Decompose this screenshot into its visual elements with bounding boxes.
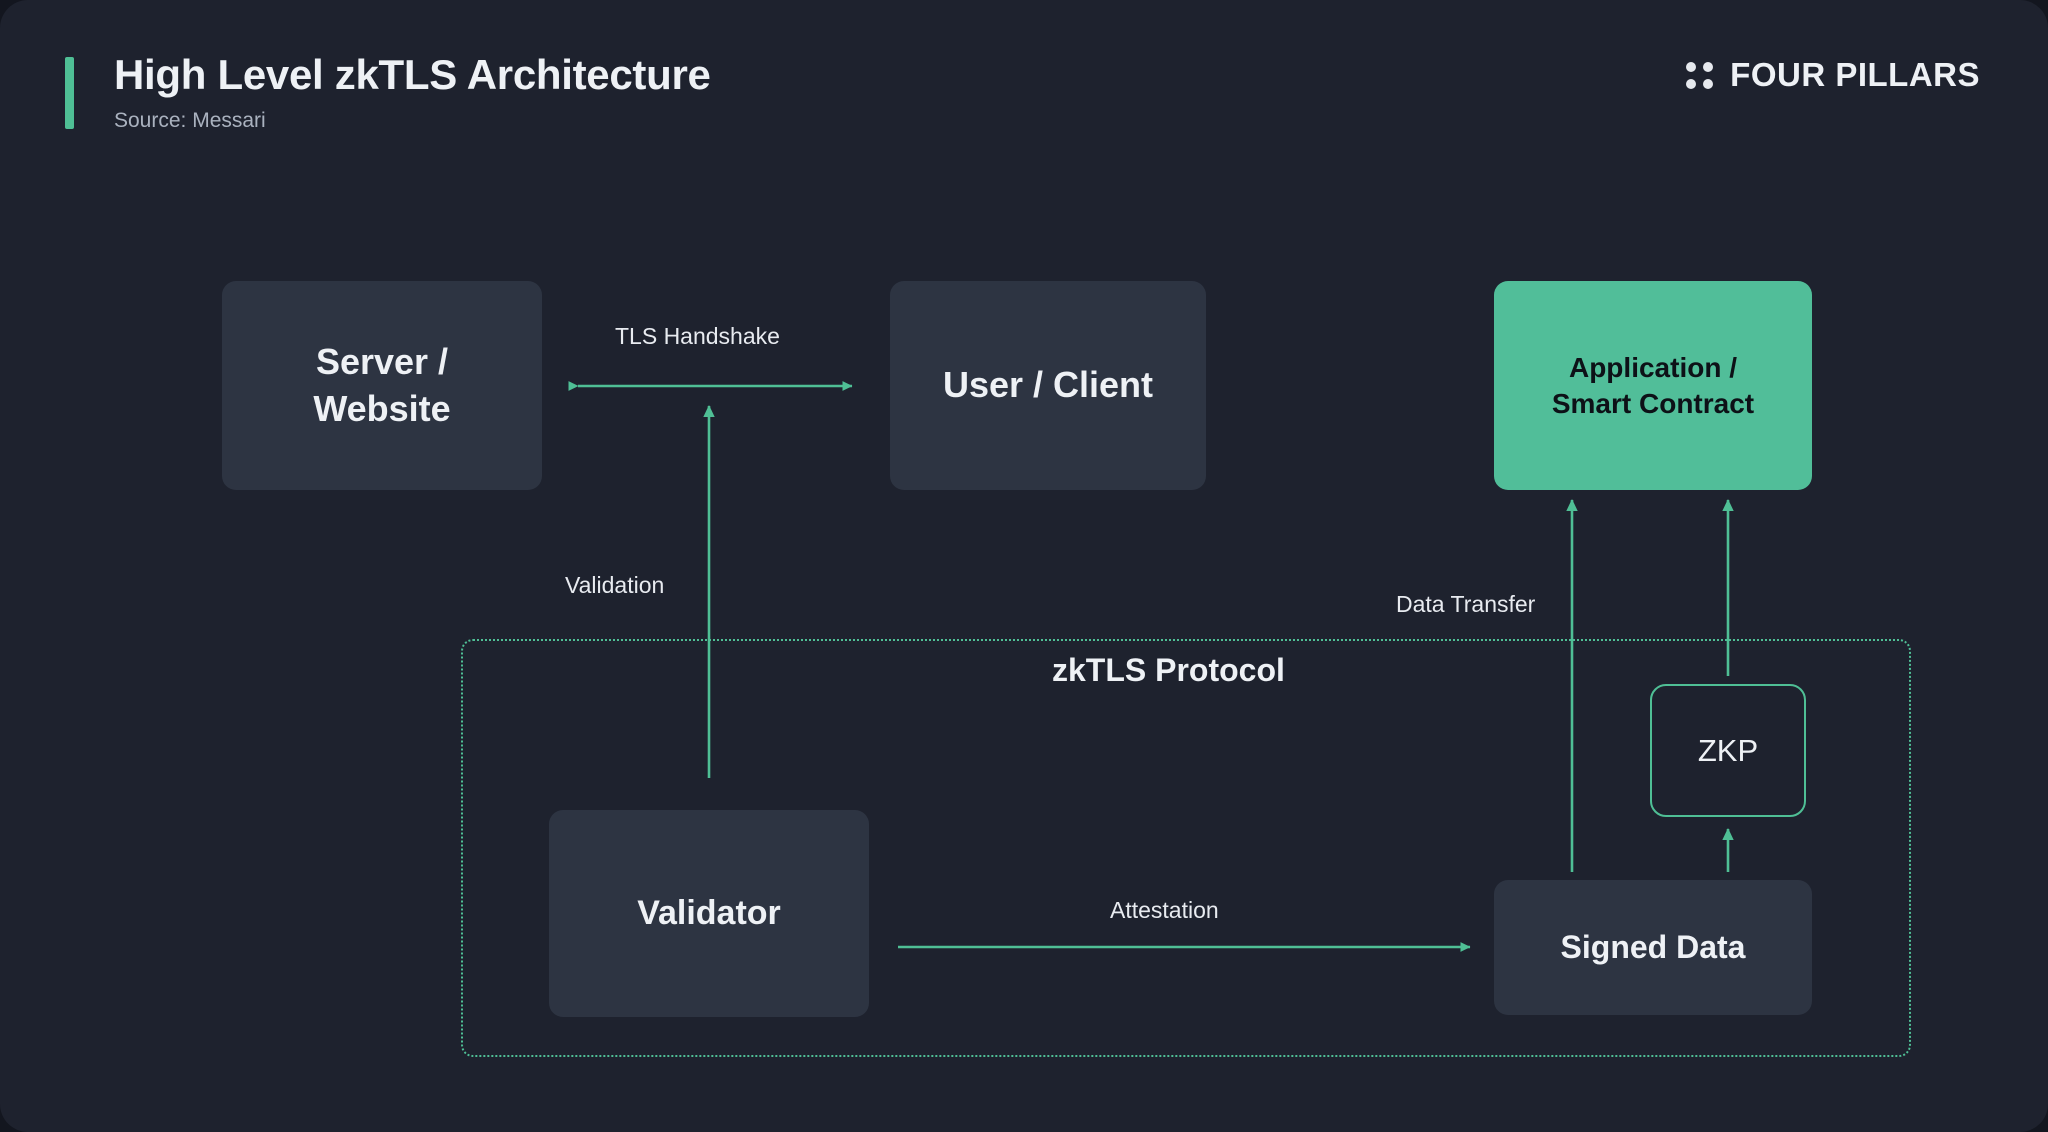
title-accent-bar — [65, 57, 74, 129]
protocol-group-boundary — [461, 639, 1911, 1057]
node-user-client-label: User / Client — [942, 364, 1154, 406]
node-validator[interactable]: Validator — [549, 810, 869, 1017]
protocol-group-label: zkTLS Protocol — [1052, 652, 1285, 688]
source-label: Source: Messari — [114, 109, 266, 133]
node-server-website[interactable]: Server / Website — [222, 281, 542, 490]
node-server-website-label: Server / Website — [313, 341, 451, 429]
node-zkp-label: ZKP — [1697, 732, 1759, 768]
node-zkp[interactable]: ZKP — [1650, 684, 1806, 817]
node-application-smart-contract-label: Application / Smart Contract — [1551, 351, 1755, 419]
page-title: High Level zkTLS Architecture — [114, 51, 711, 98]
edge-label-data-transfer: Data Transfer — [1396, 591, 1536, 617]
brand-logo: FOUR PILLARS — [1686, 56, 1980, 94]
brand-name: FOUR PILLARS — [1730, 56, 1980, 93]
node-application-smart-contract[interactable]: Application / Smart Contract — [1494, 281, 1812, 490]
four-dots-grid-icon — [1686, 61, 1714, 89]
node-validator-label: Validator — [637, 893, 781, 932]
title-block: High Level zkTLS Architecture Source: Me… — [114, 51, 711, 133]
edge-label-tls-handshake: TLS Handshake — [615, 323, 780, 349]
header: High Level zkTLS Architecture Source: Me… — [0, 0, 2048, 150]
node-signed-data[interactable]: Signed Data — [1494, 880, 1812, 1015]
node-signed-data-label: Signed Data — [1560, 929, 1746, 966]
edge-label-attestation: Attestation — [1110, 897, 1219, 923]
node-user-client[interactable]: User / Client — [890, 281, 1206, 490]
edge-label-validation: Validation — [565, 572, 665, 598]
